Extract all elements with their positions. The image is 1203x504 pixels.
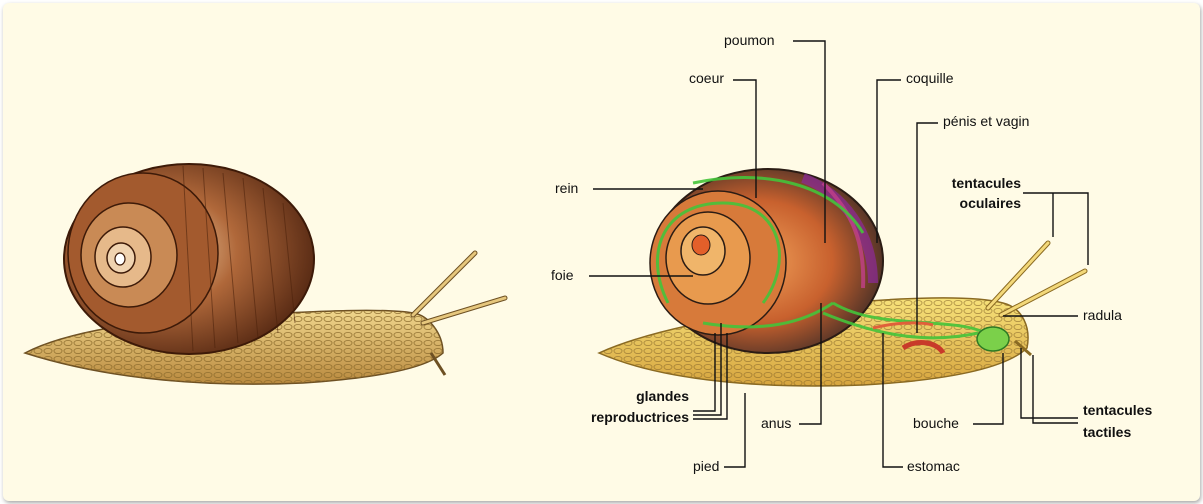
label-radula: radula [1083,307,1122,324]
label-anus: anus [761,415,791,432]
label-glandes-reproductrices-1: glandes [563,388,689,405]
diagram-canvas [3,3,1200,501]
left-snail [25,164,505,384]
label-coeur: coeur [689,70,724,87]
label-tentacules-oculaires-1: tentacules [903,175,1021,192]
label-pied: pied [693,458,719,475]
label-estomac: estomac [907,458,960,475]
snail-anatomy-diagram: poumon coeur coquille pénis et vagin rei… [3,3,1200,501]
label-tentacules-tactiles-1: tentacules [1083,402,1152,419]
label-penis-et-vagin: pénis et vagin [943,113,1029,130]
label-foie: foie [551,267,574,284]
label-poumon: poumon [724,32,775,49]
label-rein: rein [555,180,578,197]
label-coquille: coquille [906,70,953,87]
left-snail-shell [64,164,314,354]
label-tentacules-tactiles-2: tactiles [1083,424,1131,441]
label-glandes-reproductrices-2: reproductrices [563,409,689,426]
label-tentacules-oculaires-2: oculaires [903,195,1021,212]
label-bouche: bouche [913,415,959,432]
